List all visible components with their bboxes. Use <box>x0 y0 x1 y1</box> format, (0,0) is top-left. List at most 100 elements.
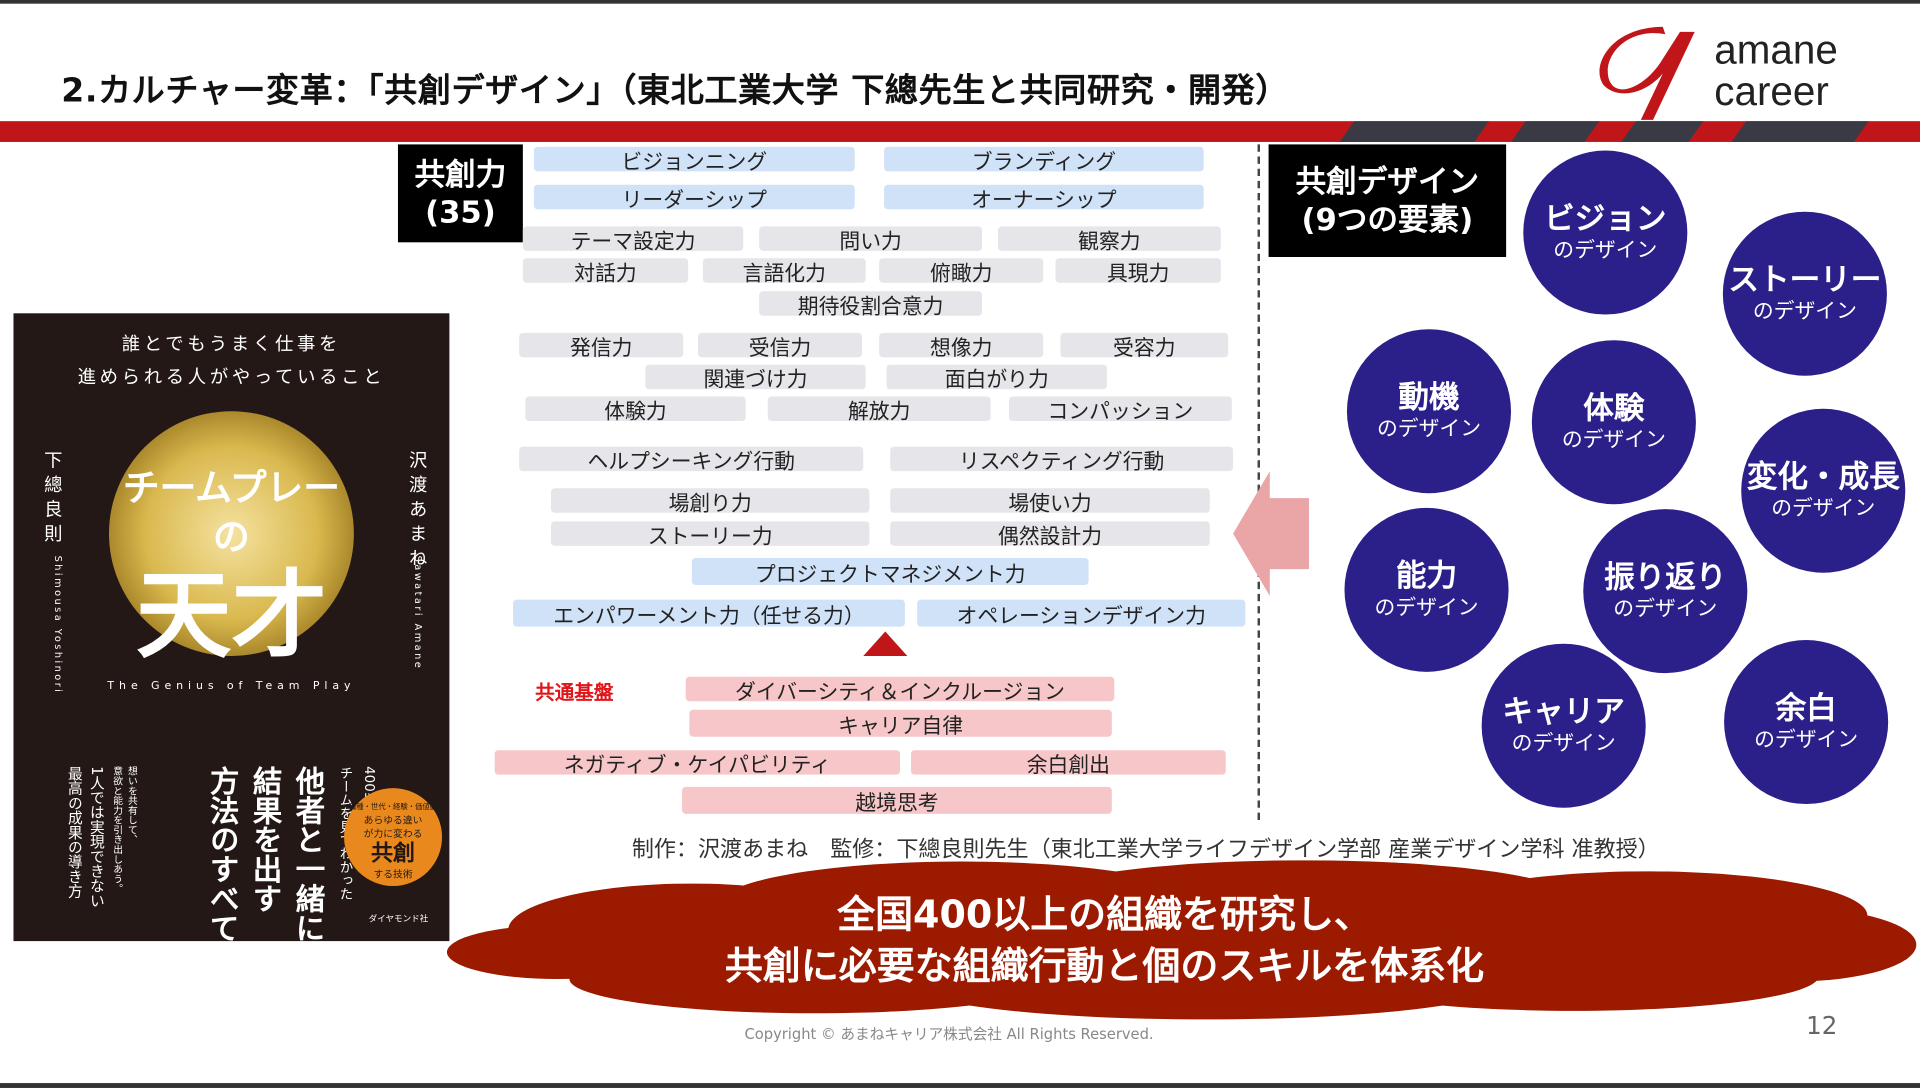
book-subtitle: 誰とでもうまく仕事を 進められる人がやっていること <box>13 328 449 394</box>
credit-line: 制作：沢渡あまね 監修：下總良則先生（東北工業大学ライフデザイン学部 産業デザイ… <box>631 837 1660 863</box>
up-triangle-icon <box>863 631 908 656</box>
slide-title: 2.カルチャー変革：「共創デザイン」（東北工業大学 下總先生と共同研究・開発） <box>61 72 1289 111</box>
design-element-name: ストーリー <box>1728 261 1882 298</box>
foundation-label: 共通基盤 <box>535 680 614 704</box>
skill-chip: コンパッション <box>1008 396 1232 424</box>
book-author-1: 下總良則 <box>41 450 64 549</box>
design-element-name: 振り返り <box>1604 559 1727 595</box>
skill-chip: ブランディング <box>884 146 1204 174</box>
callout-text: 全国400以上の組織を研究し、 共創に必要な組織行動と個のスキルを体系化 <box>449 890 1759 993</box>
book-left-b: 意欲と能力を引き出しあう。 <box>112 766 124 894</box>
skill-chip: 場使い力 <box>890 488 1210 516</box>
skill-chip: 面白がり力 <box>886 364 1107 392</box>
design-element-ability: 能力のデザイン <box>1344 507 1509 672</box>
design-element-suffix: のデザイン <box>1511 731 1616 757</box>
foundation-chip: 余白創出 <box>911 750 1226 778</box>
design-element-experience: 体験のデザイン <box>1531 340 1696 505</box>
book-cover: 誰とでもうまく仕事を 進められる人がやっていること チームプレー の 天才 Th… <box>13 313 450 942</box>
bottom-border <box>0 1083 1920 1088</box>
skill-chip: テーマ設定力 <box>522 226 744 254</box>
design-element-suffix: のデザイン <box>1376 417 1482 442</box>
foundation-chip: ネガティブ・ケイパビリティ <box>494 750 901 778</box>
skill-chip: ヘルプシーキング行動 <box>519 446 864 474</box>
design-element-margin: 余白のデザイン <box>1724 640 1889 805</box>
skill-chip: 具現力 <box>1055 258 1221 286</box>
design-element-name: 余白 <box>1775 690 1837 726</box>
top-border <box>0 0 1920 4</box>
skill-chip: オペレーションデザイン力 <box>917 599 1246 628</box>
badge-line-4: する技術 <box>373 868 413 880</box>
design-label-count: (9つの要素) <box>1301 201 1474 238</box>
skill-chip: オーナーシップ <box>884 184 1204 212</box>
book-english-title: The Genius of Team Play <box>107 680 356 693</box>
skill-chip: 観察力 <box>997 226 1221 254</box>
book-left-c: 1人では実現できない <box>88 766 106 908</box>
skill-chip: 受信力 <box>697 332 863 360</box>
skill-chip: ビジョンニング <box>533 146 855 174</box>
page-number: 12 <box>1806 1010 1838 1041</box>
callout-line-1: 全国400以上の組織を研究し、 <box>837 893 1372 938</box>
design-element-name: 動機 <box>1398 379 1460 415</box>
skills-label-count: (35) <box>425 194 496 231</box>
header-red-bar <box>0 121 1920 142</box>
book-publisher: ダイヤモンド社 <box>368 914 429 924</box>
book-subtitle-2: 進められる人がやっていること <box>77 365 386 388</box>
book-author-2-en: Sawatari Amane <box>412 555 424 671</box>
design-element-suffix: のデザイン <box>1771 496 1876 522</box>
skill-chip: プロジェクトマネジメント力 <box>691 558 1089 587</box>
book-copy-e: 方法のすべて <box>204 766 239 942</box>
skill-chip: 偶然設計力 <box>890 521 1210 549</box>
book-subtitle-1: 誰とでもうまく仕事を <box>121 332 342 355</box>
divider-dashed <box>1257 144 1261 820</box>
book-left-a: 想いを共有して、 <box>127 766 139 845</box>
skill-chip: 場創り力 <box>551 488 870 516</box>
design-element-motivation: 動機のデザイン <box>1346 329 1512 494</box>
design-element-name: 体験 <box>1583 390 1645 426</box>
foundation-chip: 越境思考 <box>682 786 1112 816</box>
skill-chip: 発信力 <box>519 332 684 360</box>
design-element-change-growth: 変化・成長のデザイン <box>1741 408 1906 573</box>
skill-chip: 解放力 <box>767 396 991 424</box>
skill-chip: 想像力 <box>879 332 1044 360</box>
left-arrow-icon <box>1233 471 1309 596</box>
design-element-name: 変化・成長 <box>1746 458 1900 495</box>
design-element-story: ストーリーのデザイン <box>1722 211 1887 376</box>
book-copy-d: 結果を出す <box>247 766 282 913</box>
design-element-suffix: のデザイン <box>1752 299 1857 325</box>
cocreation-skills-label: 共創力 (35) <box>397 144 523 243</box>
badge-arc: 職種・世代・経験・価値観 <box>348 802 438 812</box>
skill-chip: 対話力 <box>522 258 689 286</box>
design-element-name: ビジョン <box>1544 200 1667 237</box>
design-label-title: 共創デザイン <box>1295 163 1480 200</box>
design-element-suffix: のデザイン <box>1374 595 1479 621</box>
skill-chip: 問い力 <box>759 226 983 254</box>
cocreation-design-label: 共創デザイン (9つの要素) <box>1268 144 1507 257</box>
design-element-career: キャリアのデザイン <box>1481 643 1646 808</box>
design-element-name: 能力 <box>1395 558 1458 594</box>
badge-line-3: 共創 <box>371 840 416 867</box>
skill-chip: 俯瞰力 <box>879 258 1044 286</box>
copyright: Copyright © あまねキャリア株式会社 All Rights Reser… <box>744 1025 1154 1043</box>
design-element-reflection: 振り返りのデザイン <box>1583 509 1748 674</box>
skill-chip: 言語化力 <box>702 258 866 286</box>
foundation-chip: キャリア自律 <box>689 709 1112 739</box>
book-badge: 職種・世代・経験・価値観 あらゆる違い が力に変わる 共創 する技術 <box>344 788 443 887</box>
amane-logo-text: amane career <box>1714 29 1838 112</box>
skill-chip: リスペクティング行動 <box>890 446 1234 474</box>
skills-label-title: 共創力 <box>414 156 507 192</box>
skill-chip: 受容力 <box>1060 332 1229 360</box>
design-element-vision: ビジョンのデザイン <box>1523 150 1688 315</box>
foundation-chip: ダイバーシティ＆インクルージョン <box>685 676 1115 704</box>
gold-circle <box>108 411 354 656</box>
design-element-suffix: のデザイン <box>1553 238 1658 264</box>
book-left-d: 最高の成果の導き方 <box>66 766 84 899</box>
skill-chip: 関連づけ力 <box>645 364 866 392</box>
logo-line-career: career <box>1714 68 1829 114</box>
book-copy-c: 他者と一緒に <box>290 766 325 942</box>
skill-chip: リーダーシップ <box>533 184 855 212</box>
book-author-2: 沢渡あまね <box>406 450 429 573</box>
callout-line-2: 共創に必要な組織行動と個のスキルを体系化 <box>724 944 1485 989</box>
logo-line-amane: amane <box>1714 26 1838 73</box>
skill-chip: エンパワーメント力（任せる力） <box>513 599 905 628</box>
